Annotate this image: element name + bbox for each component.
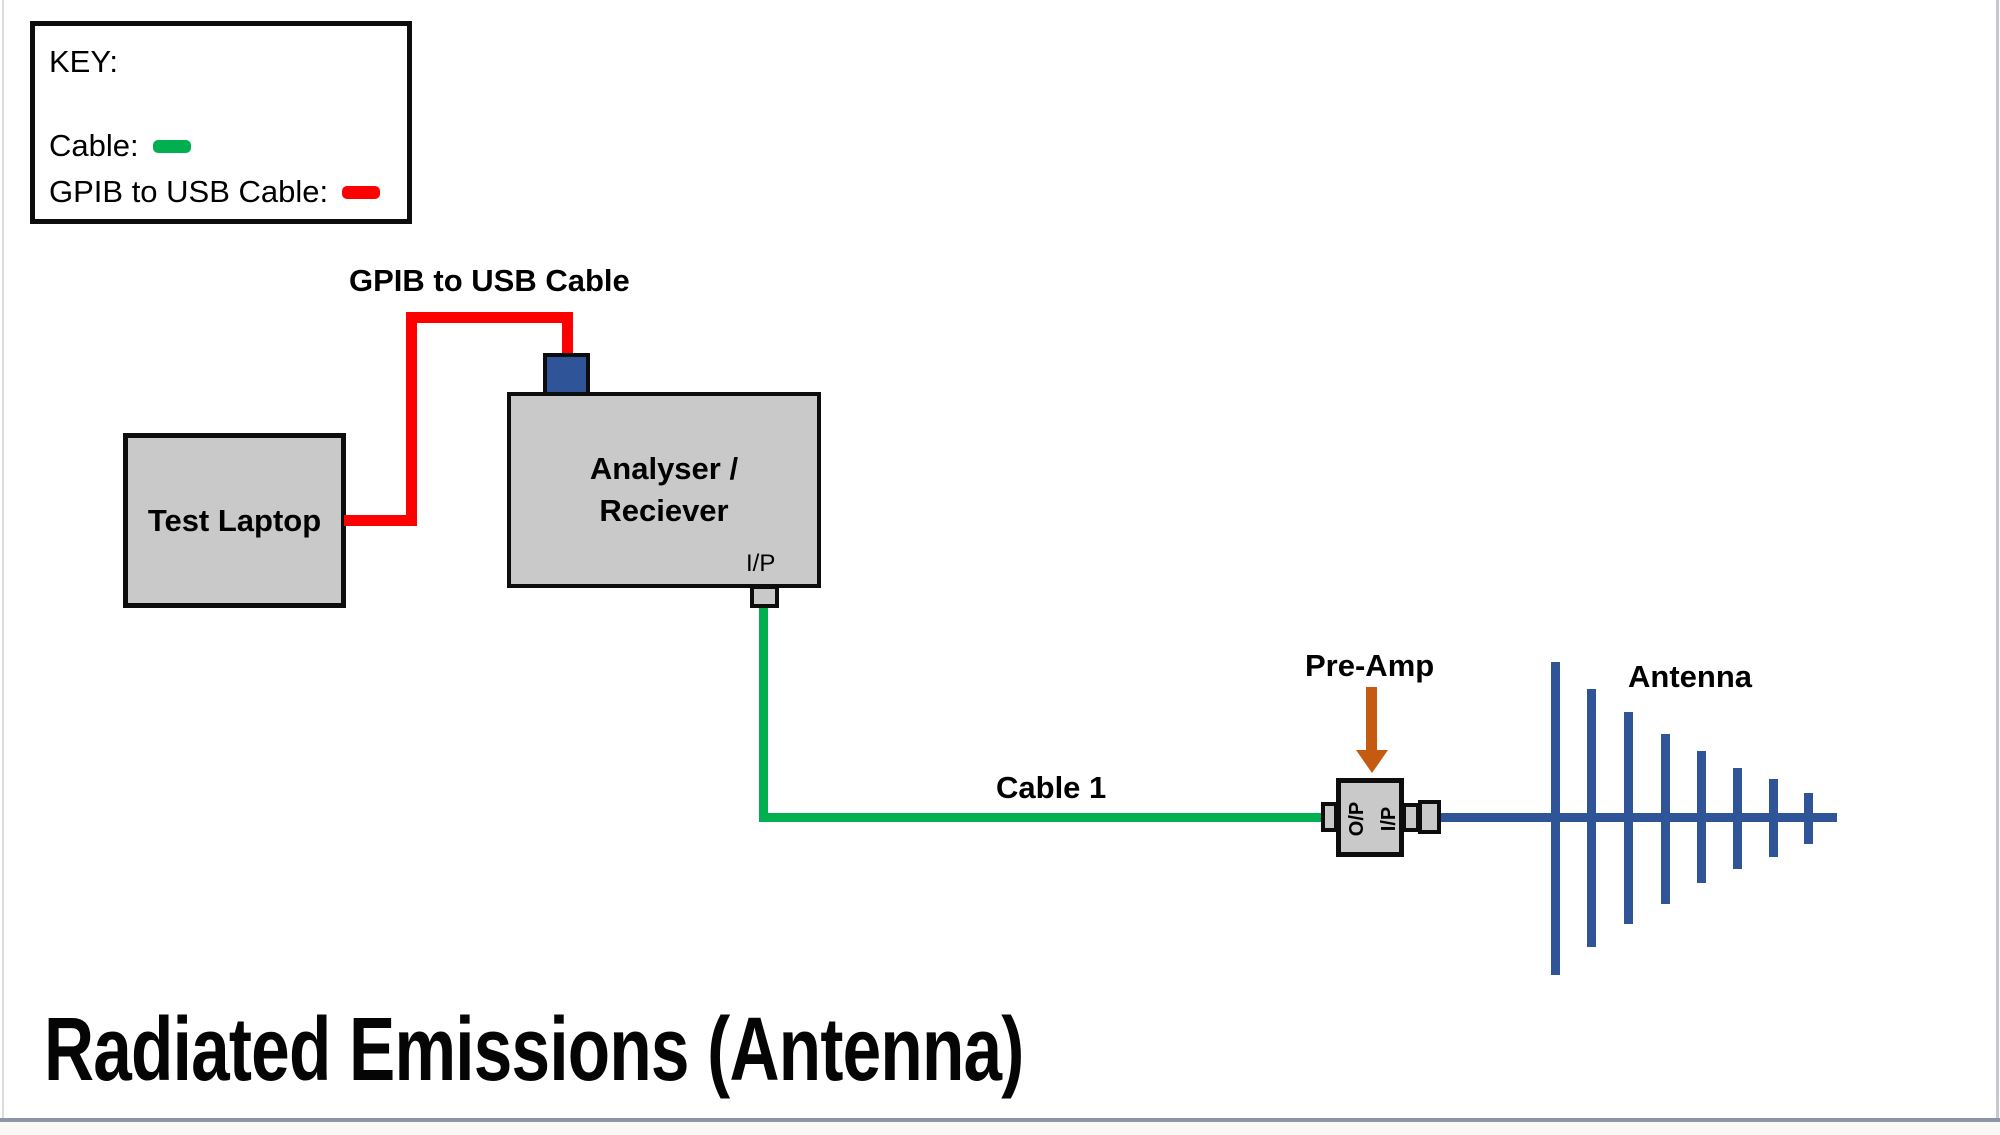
key-row-gpib: GPIB to USB Cable: <box>49 172 381 212</box>
antenna-element <box>1803 793 1813 844</box>
cable1-segment <box>759 604 768 821</box>
antenna-element <box>1623 712 1633 924</box>
preamp-pointer-arrow <box>1366 687 1377 751</box>
test-laptop-box: Test Laptop <box>123 433 346 608</box>
cable1-segment <box>759 813 1327 822</box>
antenna-element <box>1768 779 1778 857</box>
analyser-receiver-box: Analyser / Reciever <box>507 392 821 588</box>
bottom-divider-line <box>0 1118 2000 1122</box>
analyser-ip-port <box>750 585 779 608</box>
left-edge-line <box>2 0 4 1135</box>
preamp-input-label: I/P <box>1378 806 1400 832</box>
antenna-element <box>1586 689 1596 947</box>
green-cable-swatch <box>152 139 191 153</box>
antenna-element <box>1696 751 1706 883</box>
key-cable-label: Cable: <box>49 128 139 163</box>
antenna-label: Antenna <box>1628 659 1752 694</box>
below-slide-area <box>0 1122 2000 1135</box>
key-row-cable: Cable: <box>49 126 191 166</box>
key-gpib-label: GPIB to USB Cable: <box>49 174 329 209</box>
preamp-box: O/P I/P <box>1336 778 1404 857</box>
gpib-usb-connector <box>543 353 590 396</box>
preamp-output-label: O/P <box>1346 801 1368 837</box>
analyser-receiver-label: Analyser / Reciever <box>589 451 739 528</box>
page-title: Radiated Emissions (Antenna) <box>44 1000 1024 1100</box>
analyser-ip-port-label: I/P <box>746 550 776 577</box>
preamp-right-connector <box>1418 800 1441 834</box>
key-heading: KEY: <box>49 44 118 79</box>
gpib-cable-segment <box>406 312 573 323</box>
right-edge-line <box>1996 0 1999 1135</box>
antenna-boom <box>1440 813 1837 822</box>
antenna-element <box>1550 662 1560 975</box>
antenna-element <box>1732 768 1742 869</box>
antenna-element <box>1660 734 1670 904</box>
preamp-pointer-arrowhead-icon <box>1356 750 1388 773</box>
cable1-label: Cable 1 <box>996 770 1107 805</box>
gpib-cable-label: GPIB to USB Cable <box>349 263 630 298</box>
gpib-cable-segment <box>562 312 573 357</box>
preamp-label: Pre-Amp <box>1305 648 1435 683</box>
gpib-cable-segment <box>406 312 417 526</box>
red-cable-swatch <box>342 185 381 199</box>
test-laptop-label: Test Laptop <box>147 502 322 538</box>
gpib-cable-segment <box>344 515 417 526</box>
key-legend-box: KEY: Cable: GPIB to USB Cable: <box>30 21 412 224</box>
